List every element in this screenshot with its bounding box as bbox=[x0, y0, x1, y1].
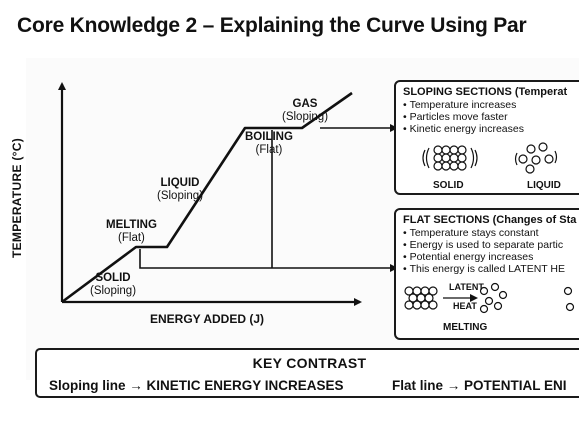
boiling-label: BOILING (Flat) bbox=[245, 131, 293, 157]
sloping-contrast-text: Sloping line → KINETIC ENERGY INCREASES bbox=[49, 378, 344, 393]
gas-label-type: (Sloping) bbox=[282, 111, 329, 123]
boiling-label-name: BOILING bbox=[245, 131, 293, 143]
melting-caption: MELTING bbox=[443, 322, 488, 333]
solid-label-type: (Sloping) bbox=[90, 285, 137, 297]
melting-label-type: (Flat) bbox=[118, 232, 145, 244]
liquid-label: LIQUID (Sloping) bbox=[157, 177, 203, 203]
list-item: This energy is called LATENT HE bbox=[403, 263, 579, 275]
flat-box-title: FLAT SECTIONS (Changes of Sta bbox=[403, 214, 577, 226]
flat-bullet-list: Temperature stays constant Energy is use… bbox=[403, 227, 579, 275]
list-item: Kinetic energy increases bbox=[403, 123, 579, 135]
solid-label: SOLID (Sloping) bbox=[90, 272, 136, 298]
latent-label: LATENT bbox=[449, 282, 484, 292]
melting-label-name: MELTING bbox=[106, 219, 157, 231]
melting-pointer-arrow bbox=[139, 249, 398, 272]
solid-caption: SOLID bbox=[433, 180, 464, 191]
sloping-box-title: SLOPING SECTIONS (Temperat bbox=[403, 86, 568, 98]
key-contrast-title: KEY CONTRAST bbox=[252, 355, 367, 371]
boiling-label-type: (Flat) bbox=[255, 144, 283, 156]
liquid-label-type: (Sloping) bbox=[157, 190, 204, 202]
flat-contrast-text: Flat line → POTENTIAL ENI bbox=[392, 378, 567, 393]
melting-label: MELTING (Flat) bbox=[106, 219, 157, 245]
list-item: Particles move faster bbox=[403, 111, 579, 123]
sloping-sections-box: SLOPING SECTIONS (Temperat Temperature i… bbox=[394, 80, 579, 195]
liquid-label-name: LIQUID bbox=[160, 177, 200, 189]
solid-label-name: SOLID bbox=[95, 272, 131, 284]
gas-label: GAS (Sloping) bbox=[282, 98, 328, 124]
heating-curve-line bbox=[61, 91, 353, 304]
key-contrast-box: KEY CONTRAST Sloping line → KINETIC ENER… bbox=[35, 348, 579, 398]
flat-sections-box: FLAT SECTIONS (Changes of Sta Temperatur… bbox=[394, 208, 579, 340]
list-item: Temperature increases bbox=[403, 99, 579, 111]
page-title: Core Knowledge 2 – Explaining the Curve … bbox=[17, 14, 527, 37]
list-item: Temperature stays constant bbox=[403, 227, 579, 239]
list-item: Potential energy increases bbox=[403, 251, 579, 263]
list-item: Energy is used to separate partic bbox=[403, 239, 579, 251]
x-axis-label: ENERGY ADDED (J) bbox=[150, 312, 265, 326]
gas-label-name: GAS bbox=[292, 98, 318, 110]
y-axis-label: TEMPERATURE (°C) bbox=[10, 137, 24, 258]
liquid-caption: LIQUID bbox=[527, 180, 561, 191]
sloping-bullet-list: Temperature increases Particles move fas… bbox=[403, 99, 579, 135]
heat-label: HEAT bbox=[453, 301, 477, 311]
